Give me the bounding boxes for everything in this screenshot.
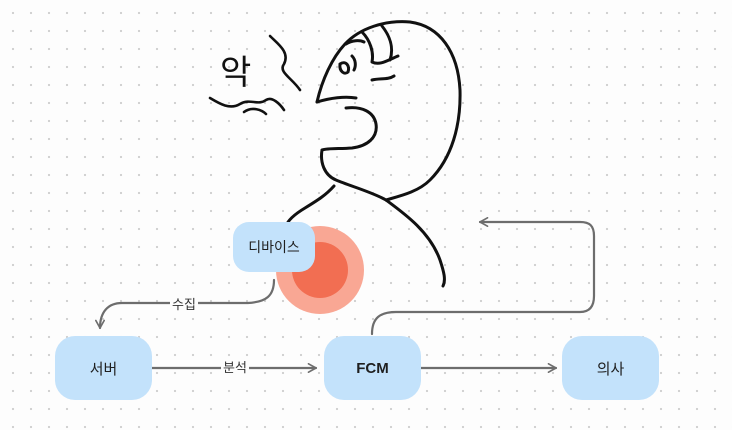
- svg-text:악: 악: [220, 53, 251, 93]
- edge-label-analyze: 분석: [221, 360, 249, 376]
- device-node[interactable]: 디바이스: [233, 222, 315, 272]
- fcm-node[interactable]: FCM: [324, 336, 421, 400]
- scream-lines-icon: [208, 34, 302, 116]
- server-node-label: 서버: [89, 360, 118, 378]
- doctor-node-label: 의사: [596, 360, 625, 378]
- sketch-scream-text: 악: [212, 40, 282, 110]
- person-sketch-icon: [284, 20, 462, 288]
- server-node[interactable]: 서버: [55, 336, 152, 400]
- fcm-node-label: FCM: [356, 359, 389, 377]
- device-node-label: 디바이스: [248, 239, 300, 255]
- doctor-node[interactable]: 의사: [562, 336, 659, 400]
- edge-label-collect: 수집: [170, 297, 198, 313]
- edge-fcm-loop: [370, 217, 596, 336]
